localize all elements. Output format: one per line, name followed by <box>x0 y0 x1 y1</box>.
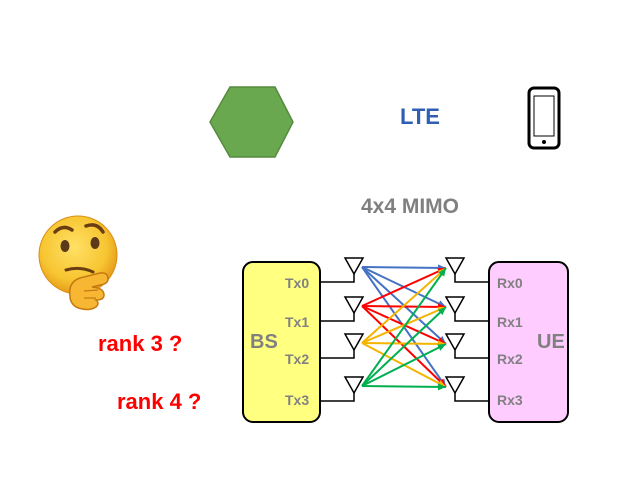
tx1-antenna-icon <box>343 296 365 315</box>
rx3-antenna-icon <box>444 376 466 395</box>
base-station-label: BS <box>250 331 278 353</box>
smartphone-icon <box>527 86 561 150</box>
tx0-antenna-icon <box>343 257 365 276</box>
base-station-box <box>242 261 321 423</box>
arrowhead-tx3-rx0 <box>438 268 446 277</box>
rx2-antenna-icon <box>444 333 466 352</box>
tx3-antenna-icon <box>343 376 365 395</box>
rx1-antenna-icon <box>444 296 466 315</box>
rx1-label: Rx1 <box>497 314 523 330</box>
user-equipment-label: UE <box>537 331 565 353</box>
path-tx0-rx0 <box>361 266 447 269</box>
tx3-label: Tx3 <box>285 392 309 408</box>
mimo-label: 4x4 MIMO <box>361 195 459 218</box>
tx1-label: Tx1 <box>285 314 309 330</box>
rank-3-question: rank 3 ? <box>98 331 182 356</box>
rx2-label: Rx2 <box>497 351 523 367</box>
tx2-label: Tx2 <box>285 351 309 367</box>
path-tx3-rx1 <box>361 306 447 387</box>
rx3-label: Rx3 <box>497 392 523 408</box>
rank-4-question: rank 4 ? <box>117 389 201 414</box>
tx2-antenna-icon <box>343 333 365 352</box>
path-tx2-rx1 <box>361 306 447 344</box>
path-tx3-rx2 <box>361 343 447 387</box>
arrowhead-tx3-rx3 <box>437 383 446 391</box>
user-equipment-box <box>488 261 569 423</box>
base-station-hexagon-icon <box>209 86 294 158</box>
arrowhead-tx3-rx2 <box>437 344 446 351</box>
rx0-label: Rx0 <box>497 275 523 291</box>
path-tx3-rx0 <box>361 267 447 387</box>
antennas <box>343 257 466 395</box>
path-tx1-rx0 <box>361 267 447 307</box>
path-tx3-rx3 <box>361 385 447 388</box>
arrowhead-tx3-rx1 <box>437 307 446 316</box>
thinking-face-emoji <box>38 215 118 311</box>
mimo-paths <box>361 264 447 391</box>
tx0-label: Tx0 <box>285 275 309 291</box>
path-tx2-rx0 <box>361 267 447 344</box>
path-tx2-rx2 <box>361 342 447 345</box>
rx0-antenna-icon <box>444 257 466 276</box>
lte-label: LTE <box>400 104 440 129</box>
